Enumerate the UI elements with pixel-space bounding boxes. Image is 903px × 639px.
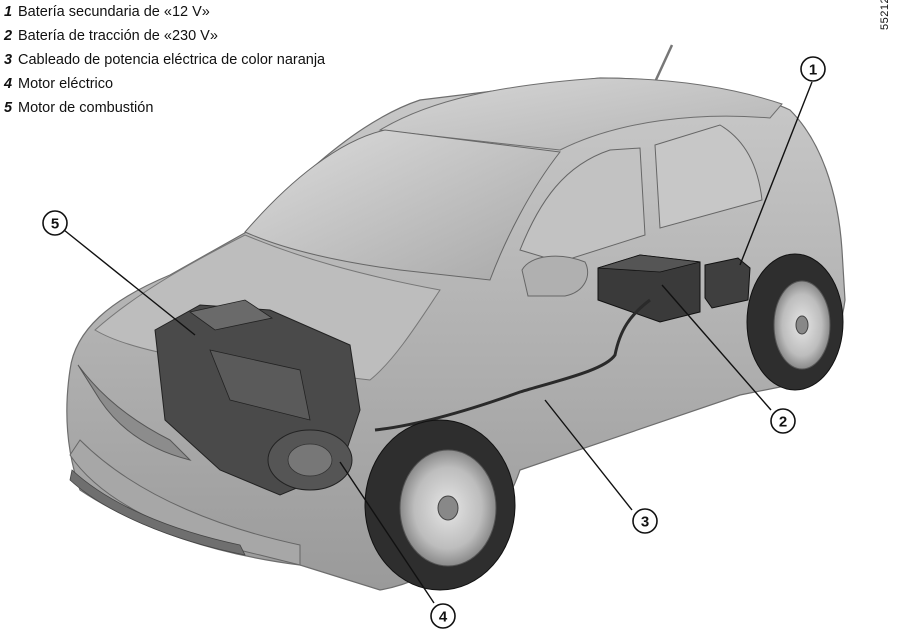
- callout-number: 4: [439, 609, 448, 626]
- legend-text: Batería de tracción de «230 V»: [18, 28, 218, 44]
- legend-number: 1: [4, 4, 13, 20]
- legend-text: Cableado de potencia eléctrica de color …: [18, 52, 326, 68]
- callout-5: 5: [42, 210, 68, 236]
- front-bumper: [69, 439, 301, 566]
- legend-item: 5 Motor de combustión: [4, 100, 354, 117]
- legend-item: 1 Batería secundaria de «12 V»: [4, 4, 354, 21]
- side-window-rear: [654, 124, 763, 229]
- callout-2: 2: [770, 408, 796, 434]
- leader-line-4: [339, 461, 435, 604]
- callout-number: 3: [641, 514, 649, 531]
- callout-number: 1: [809, 62, 817, 79]
- callout-number: 5: [51, 216, 59, 233]
- legend-text: Batería secundaria de «12 V»: [18, 4, 210, 20]
- windshield: [244, 129, 561, 281]
- legend-number: 2: [4, 28, 13, 44]
- callout-number: 2: [779, 414, 787, 431]
- legend-item: 3 Cableado de potencia eléctrica de colo…: [4, 52, 354, 69]
- legend-item: 4 Motor eléctrico: [4, 76, 354, 93]
- callout-4: 4: [430, 603, 456, 629]
- leader-line-3: [544, 399, 633, 511]
- auxiliary-battery: [704, 257, 751, 309]
- leader-line-5: [63, 229, 196, 336]
- rear-wheel: [746, 253, 844, 391]
- leader-line-1: [739, 81, 813, 266]
- front-wheel: [364, 419, 516, 591]
- legend-text: Motor eléctrico: [18, 76, 114, 92]
- car-roof: [378, 77, 783, 151]
- legend-item: 2 Batería de tracción de «230 V»: [4, 28, 354, 45]
- power-cable: [374, 298, 651, 432]
- legend-text: Motor de combustión: [18, 100, 154, 116]
- legend-number: 5: [4, 100, 13, 116]
- leader-line-2: [661, 284, 772, 411]
- legend-number: 4: [4, 76, 13, 92]
- legend-number: 3: [4, 52, 13, 68]
- front-grille: [77, 364, 192, 461]
- callout-1: 1: [800, 56, 826, 82]
- callout-3: 3: [632, 508, 658, 534]
- electric-motor: [267, 429, 353, 491]
- traction-battery: [597, 254, 701, 323]
- lower-grille: [69, 469, 246, 556]
- antenna: [653, 44, 674, 83]
- side-window-front: [519, 147, 646, 263]
- legend: 1 Batería secundaria de «12 V» 2 Batería…: [4, 4, 354, 124]
- side-mirror: [521, 255, 589, 297]
